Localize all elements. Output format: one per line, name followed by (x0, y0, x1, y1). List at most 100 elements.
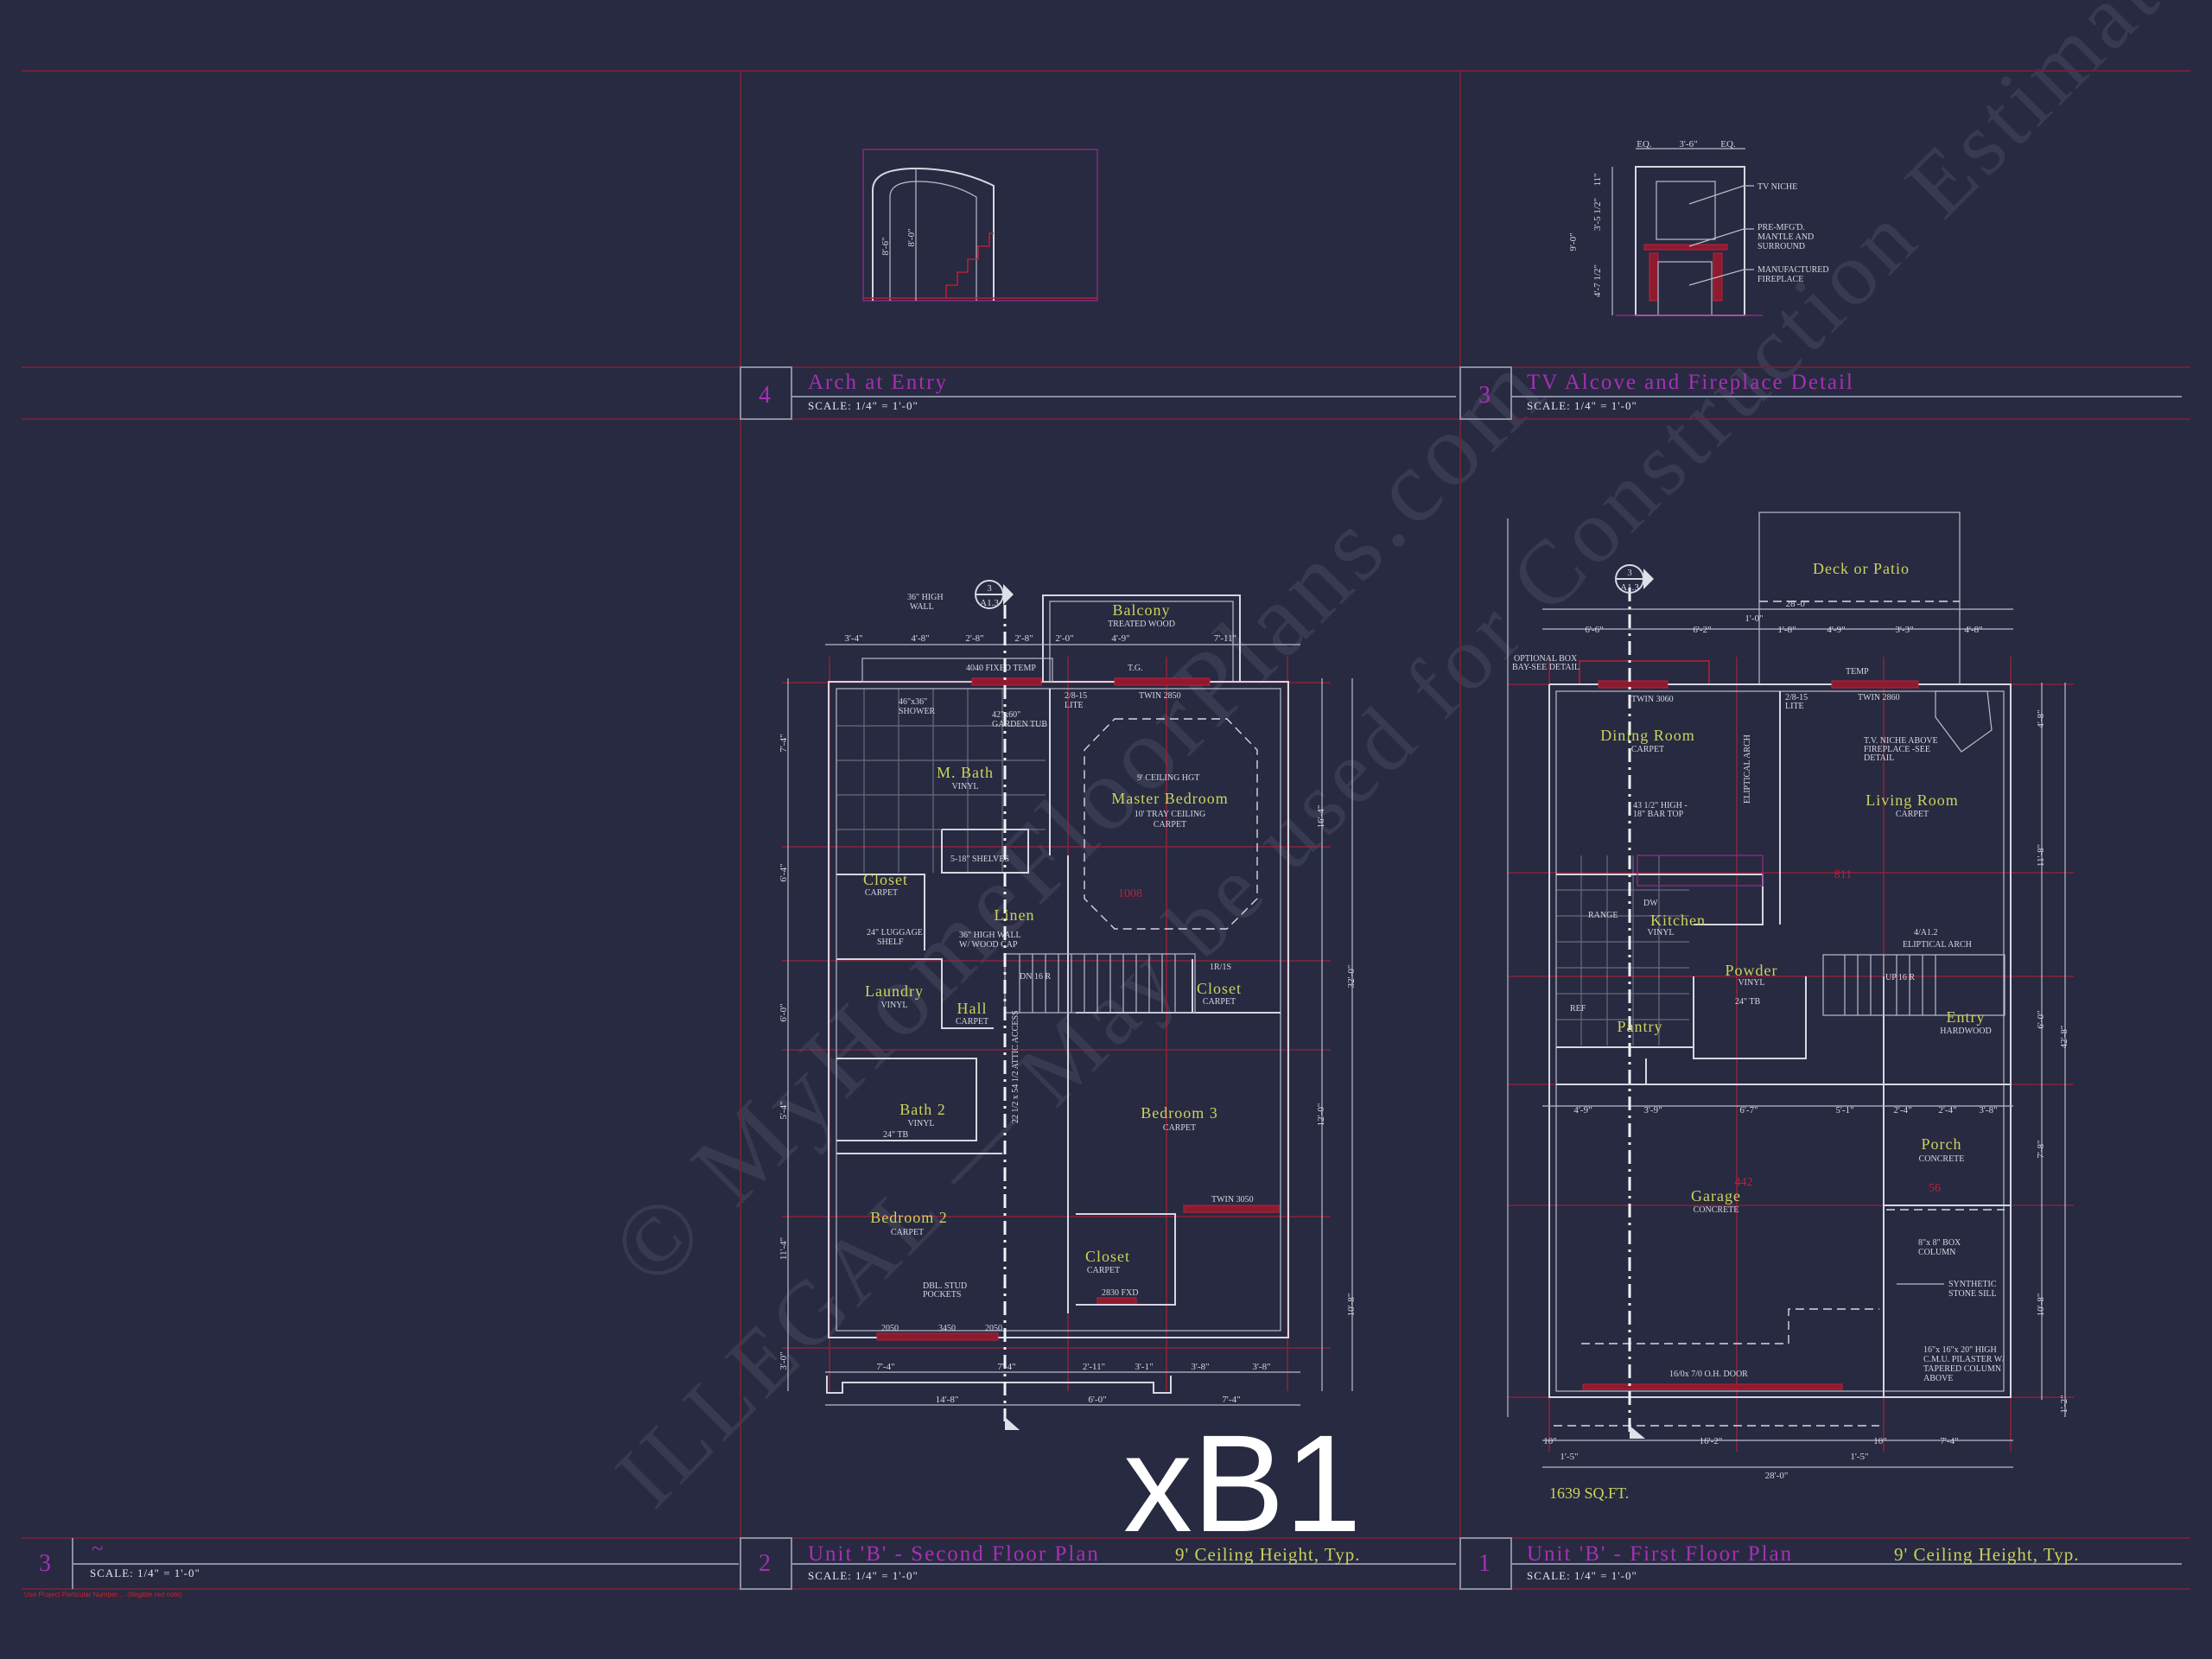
view-number: 2 (759, 1550, 771, 1577)
annotation-text: 3'-1" (1135, 1362, 1153, 1372)
annotation-text: 24" LUGGAGE (867, 928, 923, 938)
annotation-text: T.G. (1128, 664, 1143, 673)
fireplace-dim: EQ. (1720, 139, 1736, 149)
annotation-text: 2'-8" (1014, 633, 1033, 644)
plan-code-mark: xB1 (1123, 1406, 1362, 1560)
arch-at-entry-drawing: 8'-6" 8'-0" (862, 149, 1098, 302)
annotation-text: ABOVE (1923, 1374, 1953, 1383)
callout-fireplace: FIREPLACE (1758, 275, 1803, 284)
annotation-text: 16'-2" (1700, 1436, 1723, 1446)
room-label-balcony: Balcony (1113, 601, 1171, 619)
annotation-text: STONE SILL (1948, 1289, 1997, 1299)
annotation-text: W/ WOOD CAP (959, 940, 1018, 950)
view-title: ~ (92, 1537, 105, 1560)
annotation-text: 42'-8" (2059, 1026, 2069, 1049)
annotation-text: ELIPTICAL ARCH (1903, 940, 1972, 950)
room-label-garage: Garage (1691, 1187, 1741, 1205)
annotation-text: 2/8-15 (1785, 693, 1808, 702)
room-finish: CARPET (1087, 1266, 1120, 1275)
annotation-text: BAY-SEE DETAIL (1512, 663, 1580, 672)
area-value: 56 (1929, 1182, 1941, 1195)
room-finish: 10' TRAY CEILING (1135, 810, 1206, 819)
second-floor-plan: 3 A1.3 Balcony TREATED WOOD Master Bedro… (779, 580, 1357, 1430)
room-finish: VINYL (880, 1001, 907, 1010)
annotation-text: 6'-4" (779, 863, 789, 881)
annotation-text: 7'-4" (1222, 1395, 1240, 1405)
room-finish: CARPET (956, 1017, 988, 1027)
annotation-text: 28'-0" (1786, 599, 1809, 609)
fireplace-dim: 4'-7 1/2" (1592, 264, 1603, 297)
annotation-text: 6'-0" (1088, 1395, 1106, 1405)
annotation-text: WALL (910, 602, 934, 612)
view-scale: SCALE: 1/4" = 1'-0" (90, 1567, 200, 1580)
detail-title-fireplace: 3 TV Alcove and Fireplace Detail SCALE: … (1459, 366, 2182, 420)
annotation-text: 1R/1S (1210, 963, 1231, 972)
annotation-text: 1'-0" (1745, 613, 1763, 624)
annotation-text: 2'-11" (1083, 1362, 1105, 1372)
room-label-bedroom-3: Bedroom 3 (1141, 1104, 1218, 1122)
annotation-text: 4'-9" (1827, 625, 1845, 635)
section-tag: 3 A1.3 (1615, 564, 1654, 594)
annotation-text: 3'-0" (779, 1351, 789, 1370)
annotation-text: SHELF (877, 938, 904, 947)
annotation-text: LITE (1785, 702, 1804, 711)
callout-fireplace: MANUFACTURED (1758, 265, 1829, 275)
annotation-text: 4'-8" (2036, 709, 2046, 728)
room-label-bath-2: Bath 2 (899, 1101, 946, 1118)
area-value: 442 (1735, 1176, 1753, 1189)
fireplace-dim: 9'-0" (1568, 232, 1579, 251)
title-block-first-floor: 1 Unit 'B' - First Floor Plan 9' Ceiling… (1459, 1537, 2182, 1590)
room-label-kitchen: Kitchen (1650, 912, 1706, 929)
annotation-text: 2'-0" (1055, 633, 1073, 644)
annotation-text: T.V. NICHE ABOVE (1864, 736, 1938, 746)
annotation-text: 1'-5" (1560, 1452, 1578, 1462)
callout-tv-niche: TV NICHE (1758, 182, 1797, 192)
view-scale: SCALE: 1/4" = 1'-0" (808, 1569, 918, 1582)
detail-number: 4 (759, 382, 771, 409)
annotation-text: 36" HIGH (907, 593, 944, 602)
second-floor-dimensions: 3'-4" 4'-8" 2'-8" 2'-8" 2'-0" 4'-9" 7'-1… (779, 633, 1357, 1405)
annotation-text: 18" BAR TOP (1633, 810, 1684, 819)
title-block-second-floor: 2 Unit 'B' - Second Floor Plan 9' Ceilin… (740, 1537, 1456, 1590)
annotation-text: OPTIONAL BOX (1514, 654, 1578, 664)
section-tag-sheet: A1.3 (1620, 582, 1639, 593)
annotation-text: 7'-8" (2036, 1140, 2046, 1158)
annotation-text: GARDEN TUB (992, 720, 1047, 729)
area-value: 811 (1834, 868, 1852, 881)
annotation-text: SYNTHETIC (1948, 1280, 1997, 1289)
annotation-text: 6'-6" (1585, 625, 1603, 635)
room-finish: TREATED WOOD (1108, 620, 1175, 629)
annotation-text: 3'-9" (1643, 1105, 1662, 1116)
fireplace-detail-drawing: EQ. 3'-6" EQ. 9'-0" 11" 3'-5 1/2" 4'-7 1… (1568, 139, 1829, 316)
room-finish: HARDWOOD (1940, 1027, 1991, 1036)
room-label-entry: Entry (1947, 1008, 1986, 1026)
annotation-text: TEMP (1846, 667, 1869, 677)
room-label-master-bedroom: Master Bedroom (1111, 790, 1228, 807)
room-label-master-bath: M. Bath (937, 764, 994, 781)
annotation-text: 6'-7" (1739, 1105, 1758, 1116)
annotation-text: SHOWER (899, 707, 936, 716)
annotation-text: C.M.U. PILASTER W/ (1923, 1355, 2005, 1364)
room-finish: VINYL (951, 782, 978, 791)
view-number: 1 (1478, 1550, 1491, 1577)
room-label-closet: Closet (863, 871, 908, 888)
ceiling-height-note: 9' Ceiling Height, Typ. (1894, 1544, 2080, 1565)
annotation-text: 4'-9" (1111, 633, 1129, 644)
annotation-text: 16'-4" (1316, 805, 1326, 829)
annotation-text: 7'-4" (876, 1362, 894, 1372)
view-title: Unit 'B' - Second Floor Plan (808, 1542, 1100, 1566)
view-scale: SCALE: 1/4" = 1'-0" (1527, 1569, 1637, 1582)
annotation-text: 1'-8" (1777, 625, 1796, 635)
annotation-text: 2'-4" (1893, 1105, 1911, 1116)
annotation-text: 7'-11" (1214, 633, 1236, 644)
annotation-text: 3'-4" (844, 633, 862, 644)
annotation-text: 7'-4" (779, 734, 789, 752)
title-block-3: 3 ~ SCALE: 1/4" = 1'-0" Use Project Part… (24, 1537, 739, 1599)
annotation-text: 4'-8" (911, 633, 929, 644)
fireplace-dim: 3'-5 1/2" (1592, 198, 1603, 231)
room-finish: CARPET (1203, 997, 1236, 1007)
annotation-text: 3'-8" (1191, 1362, 1209, 1372)
section-tag-sheet: A1.3 (980, 598, 999, 608)
